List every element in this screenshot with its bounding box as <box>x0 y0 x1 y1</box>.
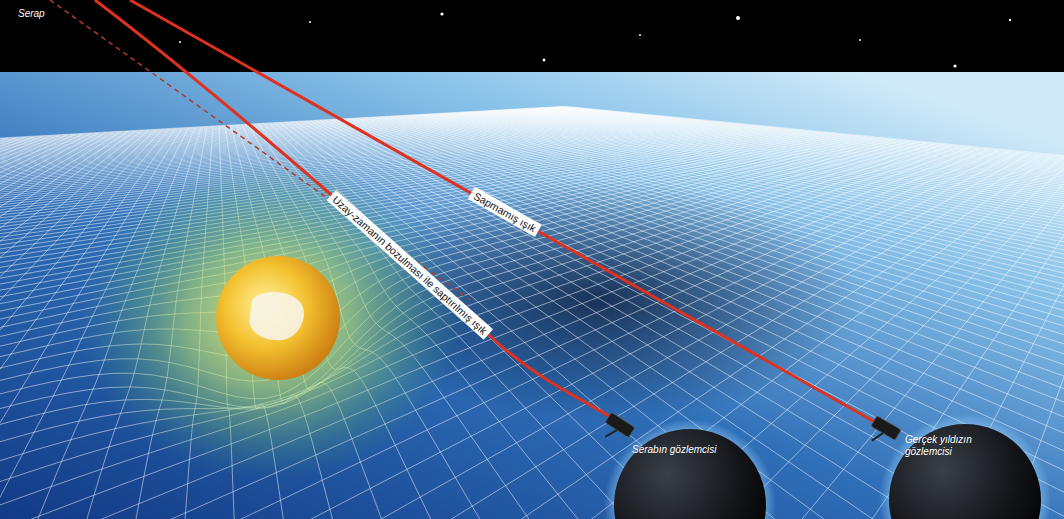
grid-line <box>0 116 660 517</box>
grid-line <box>545 108 1064 519</box>
mirage-label: Serap <box>18 8 45 19</box>
grid-line <box>463 112 1064 519</box>
grid-line <box>0 157 1064 519</box>
telescope <box>865 416 901 451</box>
grid-line <box>523 109 1064 519</box>
grid-line <box>0 129 793 519</box>
grid-line <box>562 107 1064 519</box>
star-glow <box>80 160 460 480</box>
grid-line <box>442 114 1064 519</box>
grid-line <box>0 149 990 519</box>
grid-line <box>555 107 1064 519</box>
grid-line <box>518 109 1064 519</box>
grid-line <box>0 143 927 519</box>
grid-line <box>0 116 663 519</box>
grid-line <box>0 116 656 487</box>
grid-line <box>479 112 1064 519</box>
earth-globe <box>614 429 766 519</box>
grid-line <box>557 107 1064 519</box>
grid-line <box>515 109 1064 519</box>
star-core <box>249 292 304 340</box>
grid-line <box>0 117 673 519</box>
grid-line <box>0 145 952 519</box>
grid-line <box>531 109 1064 519</box>
grid-line <box>0 117 666 519</box>
grid-line <box>413 115 1064 519</box>
undeflected-ray <box>130 0 880 425</box>
observer-label: Gerçek yıldızın gözlemcisi <box>905 434 1005 457</box>
grid-line <box>537 108 1064 519</box>
grid-line <box>0 134 840 519</box>
grid-line <box>485 111 1064 519</box>
grid-line <box>539 108 1064 519</box>
grid-line <box>552 107 1064 519</box>
grid-line <box>560 107 1064 519</box>
grid-line <box>0 119 691 519</box>
grid-line <box>529 109 1064 519</box>
grid-line <box>398 116 1064 519</box>
grid-line <box>0 118 680 519</box>
grid-line <box>0 119 683 519</box>
grid-line <box>512 110 1064 519</box>
deflected-ray <box>95 0 612 418</box>
grid-line <box>547 108 1064 519</box>
grid-line <box>542 108 1064 519</box>
observer-label: Serabın gözlemcisi <box>632 444 716 456</box>
grid-line <box>0 140 903 519</box>
star-sphere <box>216 256 340 380</box>
grid-line <box>567 107 1064 519</box>
grid-line <box>0 121 706 519</box>
spacetime-grid <box>0 106 1064 519</box>
grid-line <box>435 114 1064 519</box>
grid-line <box>0 150 999 519</box>
telescope <box>598 412 635 447</box>
grid-line <box>0 122 722 519</box>
grid-line <box>0 132 822 519</box>
grid-line <box>534 108 1064 519</box>
grid-line <box>520 109 1064 519</box>
grid-line <box>417 115 1064 519</box>
grid-line <box>0 119 687 519</box>
grid-line <box>0 120 698 519</box>
grid-line <box>0 120 702 519</box>
grid-line <box>550 107 1064 519</box>
grid-line <box>526 109 1064 519</box>
grid-line <box>0 132 816 519</box>
grid-line <box>482 111 1064 519</box>
grid-line <box>459 113 1064 519</box>
grid-line <box>0 146 961 519</box>
grid-line <box>0 152 1020 519</box>
grid-line <box>0 118 676 519</box>
earth-atmosphere <box>879 414 1051 519</box>
grid-line <box>0 137 866 519</box>
sky-stars <box>179 12 1011 67</box>
grid-line <box>509 110 1064 519</box>
grid-line <box>500 110 1064 519</box>
grid-line <box>0 120 694 519</box>
grid-line <box>0 117 669 519</box>
grid-line <box>565 107 1064 519</box>
grid-line <box>503 110 1064 519</box>
earth-globe <box>889 424 1041 519</box>
grid-line <box>439 114 1064 519</box>
grid-line <box>0 153 1031 519</box>
grid-line <box>506 110 1064 519</box>
